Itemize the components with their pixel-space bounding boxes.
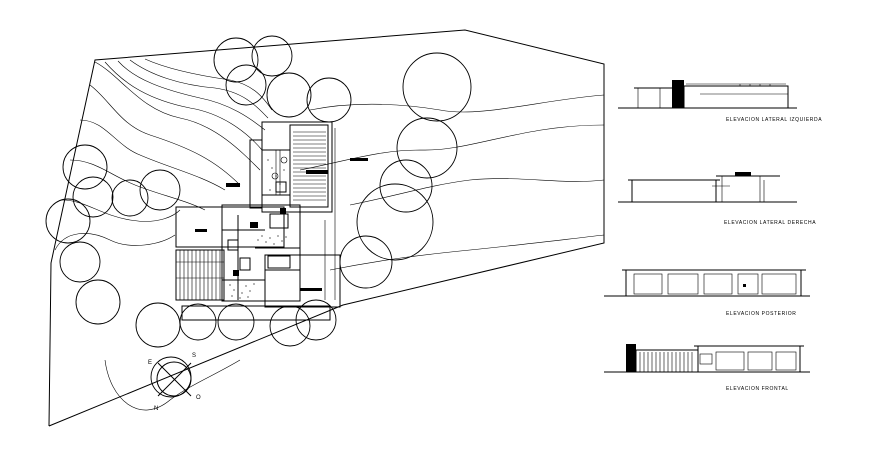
- north-compass: E S N O: [148, 353, 201, 412]
- compass-label-s: S: [192, 353, 196, 359]
- elevation-lateral-izquierda: ELEVACION LATERAL IZQUIERDA: [618, 80, 822, 123]
- compass-label-o: O: [196, 395, 201, 401]
- tree-circles: [45, 35, 472, 398]
- elevation-frontal: ELEVACION FRONTAL: [604, 344, 810, 392]
- elevation-label: ELEVACION LATERAL DERECHA: [724, 220, 816, 226]
- elevation-label: ELEVACION LATERAL IZQUIERDA: [726, 117, 822, 123]
- elevation-label: ELEVACION FRONTAL: [726, 386, 789, 392]
- site-boundary: [48, 29, 605, 427]
- elevation-label: ELEVACION POSTERIOR: [726, 311, 797, 317]
- elevation-posterior: ELEVACION POSTERIOR: [604, 269, 810, 317]
- contour-lines: [54, 58, 605, 411]
- compass-label-e: E: [148, 360, 152, 366]
- compass-label-n: N: [154, 406, 158, 412]
- elevation-lateral-derecha: ELEVACION LATERAL DERECHA: [618, 172, 816, 226]
- house-floor-plan: [175, 121, 368, 321]
